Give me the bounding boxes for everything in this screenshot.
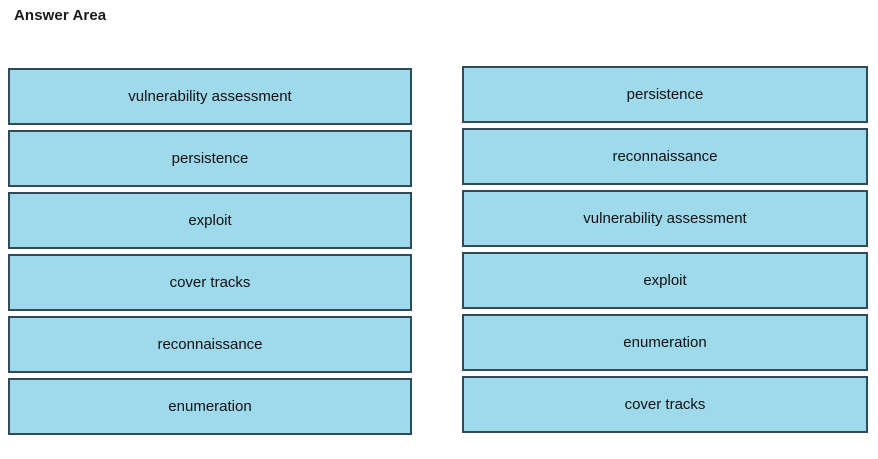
source-item-4[interactable]: cover tracks bbox=[8, 254, 412, 311]
answer-item-5[interactable]: enumeration bbox=[462, 314, 868, 371]
answer-column: persistence reconnaissance vulnerability… bbox=[462, 66, 868, 433]
answer-item-1-label: persistence bbox=[626, 85, 704, 103]
answer-item-6-label: cover tracks bbox=[624, 395, 706, 413]
source-item-1-label: vulnerability assessment bbox=[128, 87, 292, 105]
source-item-3-label: exploit bbox=[188, 211, 232, 229]
source-item-3[interactable]: exploit bbox=[8, 192, 412, 249]
answer-item-3-label: vulnerability assessment bbox=[583, 209, 747, 227]
answer-item-1[interactable]: persistence bbox=[462, 66, 868, 123]
source-item-6[interactable]: enumeration bbox=[8, 378, 412, 435]
answer-item-6[interactable]: cover tracks bbox=[462, 376, 868, 433]
source-item-2[interactable]: persistence bbox=[8, 130, 412, 187]
page-title: Answer Area bbox=[14, 7, 107, 24]
answer-item-4[interactable]: exploit bbox=[462, 252, 868, 309]
source-item-1[interactable]: vulnerability assessment bbox=[8, 68, 412, 125]
answer-item-2[interactable]: reconnaissance bbox=[462, 128, 868, 185]
source-item-5-label: reconnaissance bbox=[157, 335, 263, 353]
source-item-4-label: cover tracks bbox=[169, 273, 251, 291]
source-item-6-label: enumeration bbox=[168, 397, 252, 415]
source-column: vulnerability assessment persistence exp… bbox=[8, 68, 412, 435]
source-item-2-label: persistence bbox=[171, 149, 249, 167]
answer-item-3[interactable]: vulnerability assessment bbox=[462, 190, 868, 247]
source-item-5[interactable]: reconnaissance bbox=[8, 316, 412, 373]
answer-item-5-label: enumeration bbox=[623, 333, 707, 351]
answer-item-4-label: exploit bbox=[643, 271, 687, 289]
answer-item-2-label: reconnaissance bbox=[612, 147, 718, 165]
